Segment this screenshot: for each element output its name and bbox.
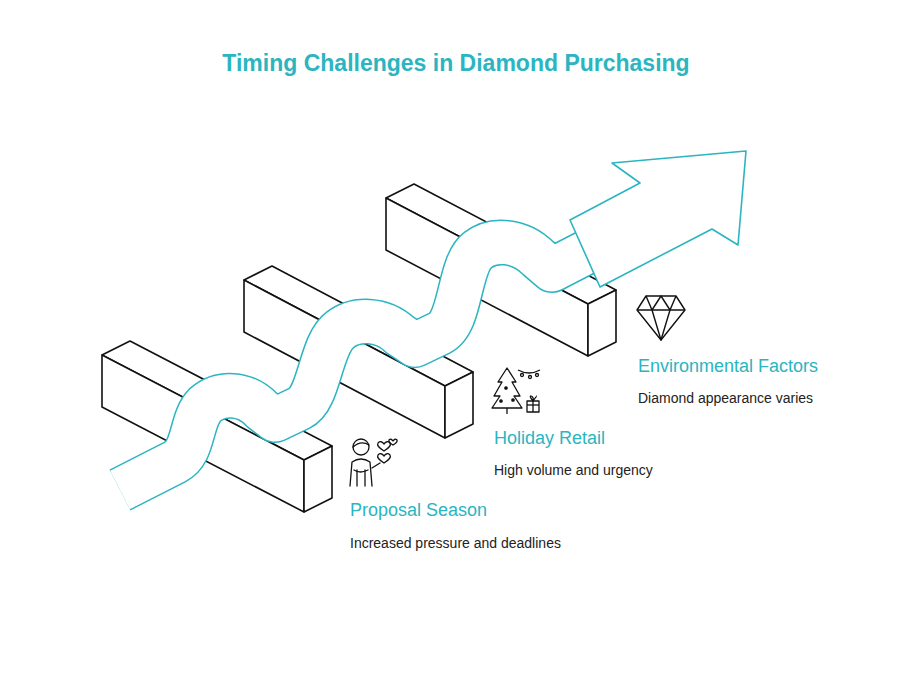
tree-icon: [492, 368, 540, 414]
item-description: Diamond appearance varies: [638, 390, 813, 406]
item-description: Increased pressure and deadlines: [350, 535, 561, 551]
arrow-head: [570, 151, 746, 287]
diagram-title: Timing Challenges in Diamond Purchasing: [222, 50, 689, 77]
item-heading: Holiday Retail: [494, 428, 605, 449]
diamond-icon: [637, 296, 685, 340]
ribbon: [120, 240, 610, 490]
item-description: High volume and urgency: [494, 462, 653, 478]
item-heading: Environmental Factors: [638, 356, 818, 377]
item-heading: Proposal Season: [350, 500, 487, 521]
person-icon: [350, 439, 397, 486]
